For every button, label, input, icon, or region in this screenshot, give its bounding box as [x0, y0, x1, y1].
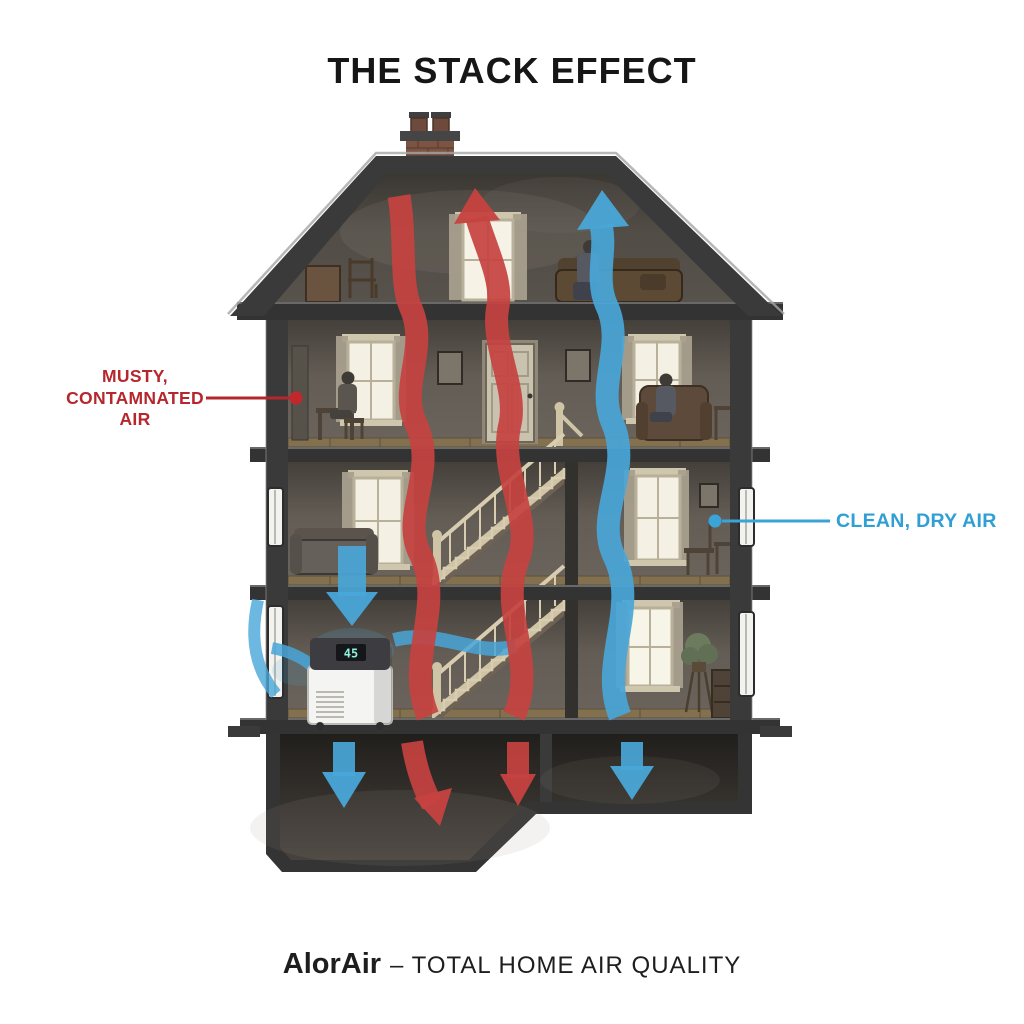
side-table [714, 406, 738, 410]
clean-arrowhead-down [322, 772, 366, 808]
roof-edge-highlight [227, 151, 785, 315]
attic-floor-slab [237, 302, 783, 320]
clean-arrowhead-up [577, 190, 629, 230]
caster-wheel [376, 722, 384, 730]
small-table [714, 542, 740, 546]
musty-arrow-ribbon [465, 214, 534, 721]
caster-wheel [316, 722, 324, 730]
musty-air-label-line3: AIR [119, 409, 151, 429]
swirl-out-of-unit [392, 630, 519, 656]
picture-frame [565, 349, 591, 382]
humidity-readout: 45 [344, 647, 358, 661]
brand-name: AlorAir [282, 948, 382, 980]
page-title: THE STACK EFFECT [327, 50, 697, 91]
leader-lines [206, 391, 830, 528]
musty-arrowhead-down [414, 788, 452, 826]
roof [227, 151, 785, 316]
musty-arrow-ribbon [387, 194, 441, 721]
clean-arrow-ribbon [589, 222, 635, 721]
swirl-left-down [248, 598, 281, 698]
dehumidifier: 45 [307, 638, 393, 730]
musty-air-label-line1: MUSTY, [102, 366, 168, 386]
footing-left [228, 726, 260, 737]
basement-divider-wall [540, 732, 552, 802]
stair-steps [432, 600, 566, 712]
storage-crate [305, 265, 341, 303]
person-body [338, 384, 357, 414]
person-head [341, 371, 355, 385]
stair-steps [432, 468, 566, 580]
clean-leader-dot [708, 514, 722, 528]
picture-frame [437, 351, 463, 385]
cushion [640, 274, 666, 290]
footer: AlorAir – TOTAL HOME AIR QUALITY [0, 948, 1024, 981]
chair-legs [344, 423, 364, 439]
footing-right [760, 726, 792, 737]
musty-arrowhead-down [500, 774, 536, 806]
divider-wall-gf [565, 600, 578, 718]
staircase-lower [432, 564, 566, 726]
wooden-chair [348, 258, 378, 298]
picture-frame [699, 483, 719, 508]
door-knob [527, 393, 533, 399]
brand-tagline: – TOTAL HOME AIR QUALITY [390, 952, 742, 979]
musty-arrowhead-up [454, 188, 500, 224]
clean-air-label: CLEAN, DRY AIR [836, 510, 997, 532]
divider-wall-3f [565, 462, 578, 585]
vent-grille [316, 691, 344, 718]
staircase-upper [432, 432, 566, 594]
chair [684, 548, 714, 553]
potted-plant [681, 633, 718, 713]
person-at-desk [291, 345, 364, 441]
stair-handrail [436, 564, 566, 676]
person-body [656, 386, 676, 416]
newel-post [432, 530, 442, 540]
newel-post [432, 662, 442, 672]
basement [250, 716, 752, 872]
clean-arrowhead-down [326, 592, 378, 626]
exterior-walls [265, 308, 755, 720]
basement-haze [250, 790, 550, 866]
person-head [659, 373, 673, 387]
clean-air-arrows [322, 190, 654, 808]
musty-air-label: MUSTY, CONTAMNATED AIR [52, 366, 218, 431]
musty-leader-dot [289, 391, 303, 405]
dehumidifier-display [336, 644, 366, 661]
musty-air-arrows [387, 188, 536, 826]
person-in-armchair [636, 373, 738, 441]
musty-air-label-line2: CONTAMNATED [66, 387, 204, 408]
stair-railing-2f [554, 402, 584, 446]
clean-arrowhead-down [610, 766, 654, 800]
